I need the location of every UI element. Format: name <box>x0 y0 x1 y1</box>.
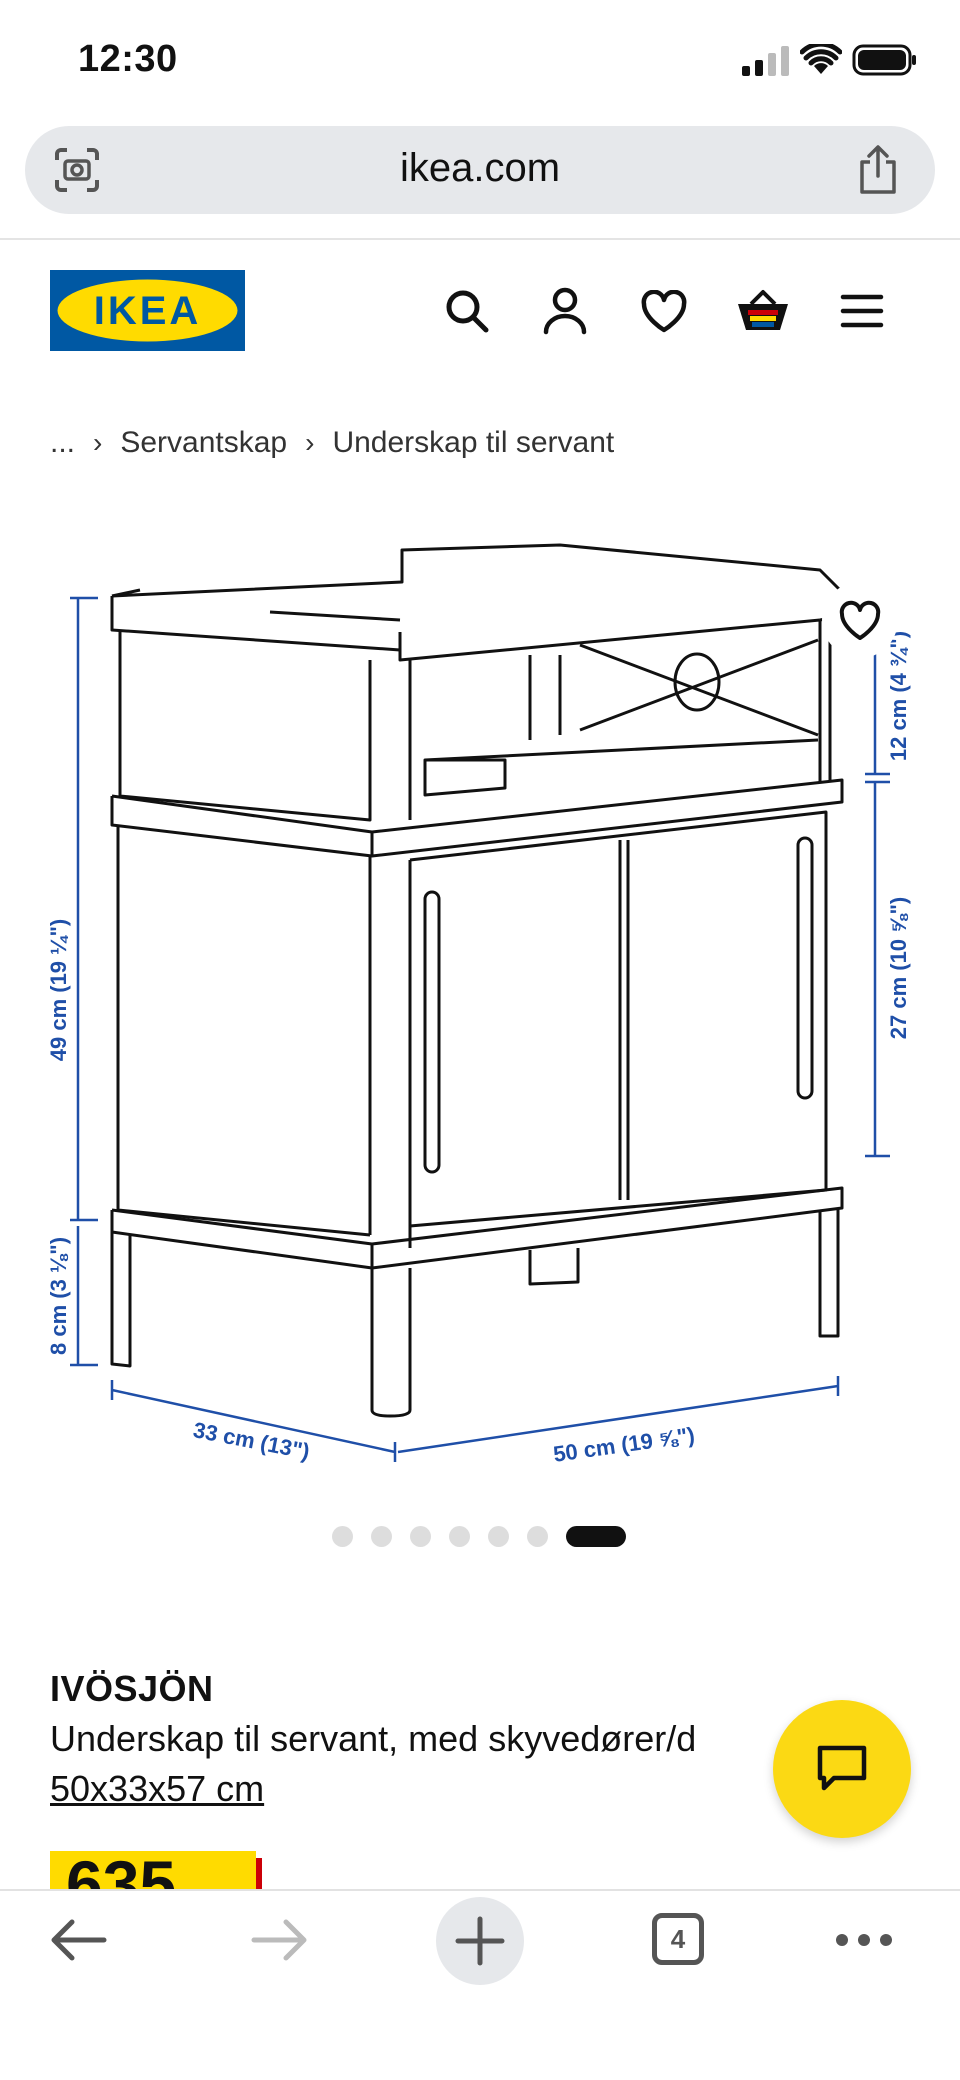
tab-count: 4 <box>670 1923 686 1954</box>
signal-icon <box>742 46 789 76</box>
wifi-icon <box>800 44 842 74</box>
status-time: 12:30 <box>78 38 178 80</box>
url-text[interactable]: ikea.com <box>399 146 561 190</box>
tabs-button[interactable]: 4 <box>652 1913 704 1965</box>
chevron-right-icon: › <box>93 427 103 458</box>
plus-icon <box>455 1916 505 1966</box>
breadcrumb-ellipsis[interactable]: ... <box>50 426 76 459</box>
product-dimension-drawing: 49 cm (19 ¼") 8 cm (3 ⅛") 12 cm (4 ¾") 2… <box>46 543 911 1467</box>
carousel-dot[interactable] <box>527 1525 548 1547</box>
more-icon[interactable] <box>834 1932 894 1948</box>
carousel-dot[interactable] <box>449 1525 470 1547</box>
heart-icon[interactable] <box>640 290 688 334</box>
product-image[interactable]: 49 cm (19 ¼") 8 cm (3 ⅛") 12 cm (4 ¾") 2… <box>0 520 960 1480</box>
ikea-logo[interactable]: IKEA <box>50 270 245 351</box>
menu-icon[interactable] <box>840 292 884 330</box>
carousel-dots <box>332 1525 626 1547</box>
price-tag-accent <box>256 1858 262 1891</box>
dimension-depth: 33 cm (13") <box>191 1417 312 1464</box>
forward-arrow-icon[interactable] <box>250 1918 310 1962</box>
url-bar[interactable] <box>25 126 935 214</box>
product-name: IVÖSJÖN <box>50 1668 214 1709</box>
carousel-dot[interactable] <box>488 1525 509 1547</box>
breadcrumb: ... › Servantskap › Underskap til servan… <box>50 426 614 460</box>
carousel-dot[interactable] <box>332 1525 353 1547</box>
user-icon[interactable] <box>542 286 588 336</box>
carousel-dot[interactable] <box>371 1525 392 1547</box>
dimension-width: 50 cm (19 ⅝") <box>552 1422 697 1467</box>
back-arrow-icon[interactable] <box>48 1918 108 1962</box>
carousel-dot-active[interactable] <box>566 1525 626 1547</box>
ikea-logo-mark: IKEA <box>57 279 238 342</box>
price-value: 635 <box>66 1851 177 1891</box>
divider <box>0 238 960 240</box>
battery-icon <box>852 44 916 76</box>
chat-button[interactable] <box>773 1700 911 1838</box>
dimension-leg-height: 8 cm (3 ⅛") <box>46 1237 71 1355</box>
camera-scan-icon[interactable] <box>54 148 100 192</box>
svg-text:IKEA: IKEA <box>94 289 202 333</box>
new-tab-button[interactable] <box>436 1897 524 1985</box>
dimension-door-height: 27 cm (10 ⅝") <box>886 897 911 1040</box>
chat-icon <box>817 1745 867 1791</box>
breadcrumb-item-underskap[interactable]: Underskap til servant <box>332 426 615 459</box>
dimension-shelf-height: 12 cm (4 ¾") <box>886 631 911 761</box>
share-icon[interactable] <box>856 144 900 196</box>
product-size-link[interactable]: 50x33x57 cm <box>50 1768 265 1809</box>
product-description: Underskap til servant, med skyvedører/d <box>50 1718 697 1759</box>
dimension-height-upper: 49 cm (19 ¼") <box>46 919 71 1062</box>
chevron-right-icon: › <box>305 427 315 458</box>
heart-icon <box>839 600 881 640</box>
favourite-button[interactable] <box>822 582 898 658</box>
basket-icon[interactable] <box>736 288 790 334</box>
breadcrumb-item-servantskap[interactable]: Servantskap <box>120 426 288 459</box>
price-tag: 635 <box>50 1851 256 1891</box>
carousel-dot[interactable] <box>410 1525 431 1547</box>
search-icon[interactable] <box>444 288 490 334</box>
